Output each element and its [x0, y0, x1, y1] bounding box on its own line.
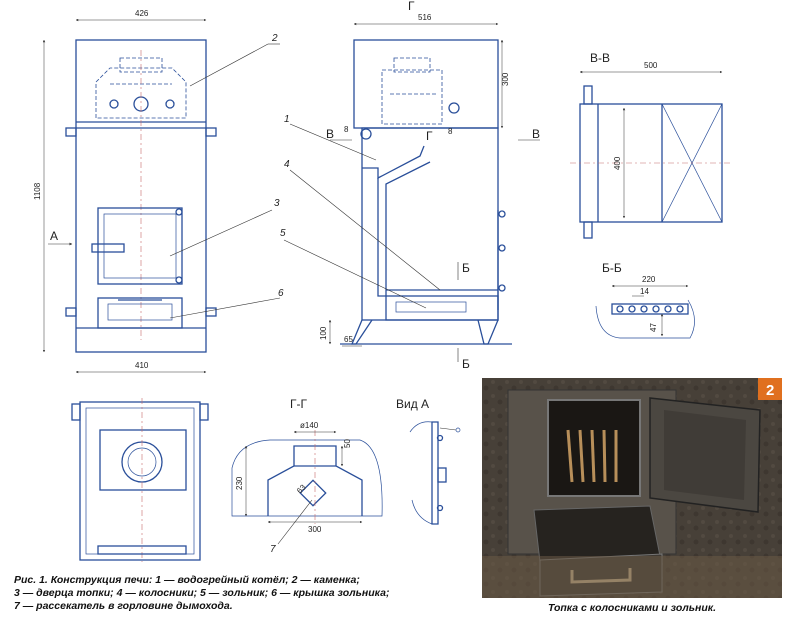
section-leg-offset-dim: 65 — [344, 335, 353, 344]
view-a-marker: А — [50, 229, 58, 243]
photo-caption: Топка с колосниками и зольник. — [547, 602, 717, 614]
section-gap-a: 8 — [344, 125, 349, 134]
view-vv-width-dim: 500 — [644, 61, 658, 70]
view-a: Вид А — [396, 397, 461, 525]
section-mark-v-right: В — [532, 127, 540, 141]
view-bb: Б-Б 220 14 47 — [595, 261, 695, 339]
view-gg-diverter-dim: 63 — [295, 482, 308, 495]
section-upper-height-dim: 300 — [501, 72, 510, 86]
view-vv-height-dim: 400 — [613, 156, 622, 170]
front-top-width-dim: 426 — [135, 9, 149, 18]
view-gg-pipe-h-dim: 50 — [343, 439, 352, 448]
callout-7: 7 — [270, 544, 276, 555]
section-mark-b-upper: Б — [462, 261, 470, 275]
photo-firebox: 2 — [482, 378, 782, 598]
callout-2: 2 — [271, 33, 278, 44]
view-bb-height-dim: 47 — [649, 323, 658, 332]
figure-caption-line-3: 7 — рассекатель в горловине дымохода. — [14, 600, 233, 612]
figure-caption: Рис. 1. Конструкция печи: 1 — водогрейны… — [14, 574, 464, 613]
view-vv-title: В-В — [590, 51, 610, 65]
section-view: 516 Г 300 100 65 8 8 — [280, 0, 540, 371]
photo-badge-bg — [758, 378, 782, 400]
view-gg-title: Г-Г — [290, 397, 307, 411]
view-bb-width-dim: 220 — [642, 275, 656, 284]
front-view: 426 1108 410 А — [33, 9, 284, 374]
figure-caption-line-2: 3 — дверца топки; 4 — колосники; 5 — зол… — [14, 587, 390, 599]
plan-view — [71, 398, 209, 562]
view-vv: В-В 500 400 — [570, 51, 732, 239]
view-gg-pipe-dim: ø140 — [300, 421, 319, 430]
figure-caption-line-1: Рис. 1. Конструкция печи: 1 — водогрейны… — [14, 574, 360, 586]
front-bottom-width-dim: 410 — [135, 361, 149, 370]
view-bb-title: Б-Б — [602, 261, 622, 275]
callout-5: 5 — [280, 228, 286, 239]
callout-6: 6 — [278, 288, 284, 299]
view-a-title: Вид А — [396, 397, 429, 411]
callout-1: 1 — [284, 114, 290, 125]
view-gg-width-dim: 300 — [308, 525, 322, 534]
section-mark-g-top: Г — [408, 0, 415, 13]
section-mark-g-mid: Г — [426, 129, 433, 143]
section-top-width-dim: 516 — [418, 13, 432, 22]
callout-4: 4 — [284, 159, 290, 170]
section-mark-v-left: В — [326, 127, 334, 141]
view-gg: Г-Г ø140 50 230 300 63 7 — [231, 397, 383, 555]
view-bb-pitch-dim: 14 — [640, 287, 649, 296]
front-height-dim: 1108 — [33, 182, 42, 200]
view-gg-height-dim: 230 — [235, 476, 244, 490]
section-mark-b-lower: Б — [462, 357, 470, 371]
section-gap-b: 8 — [448, 127, 453, 136]
callout-3: 3 — [274, 198, 280, 209]
photo-badge-number: 2 — [766, 382, 774, 399]
section-leg-height-dim: 100 — [319, 326, 328, 340]
